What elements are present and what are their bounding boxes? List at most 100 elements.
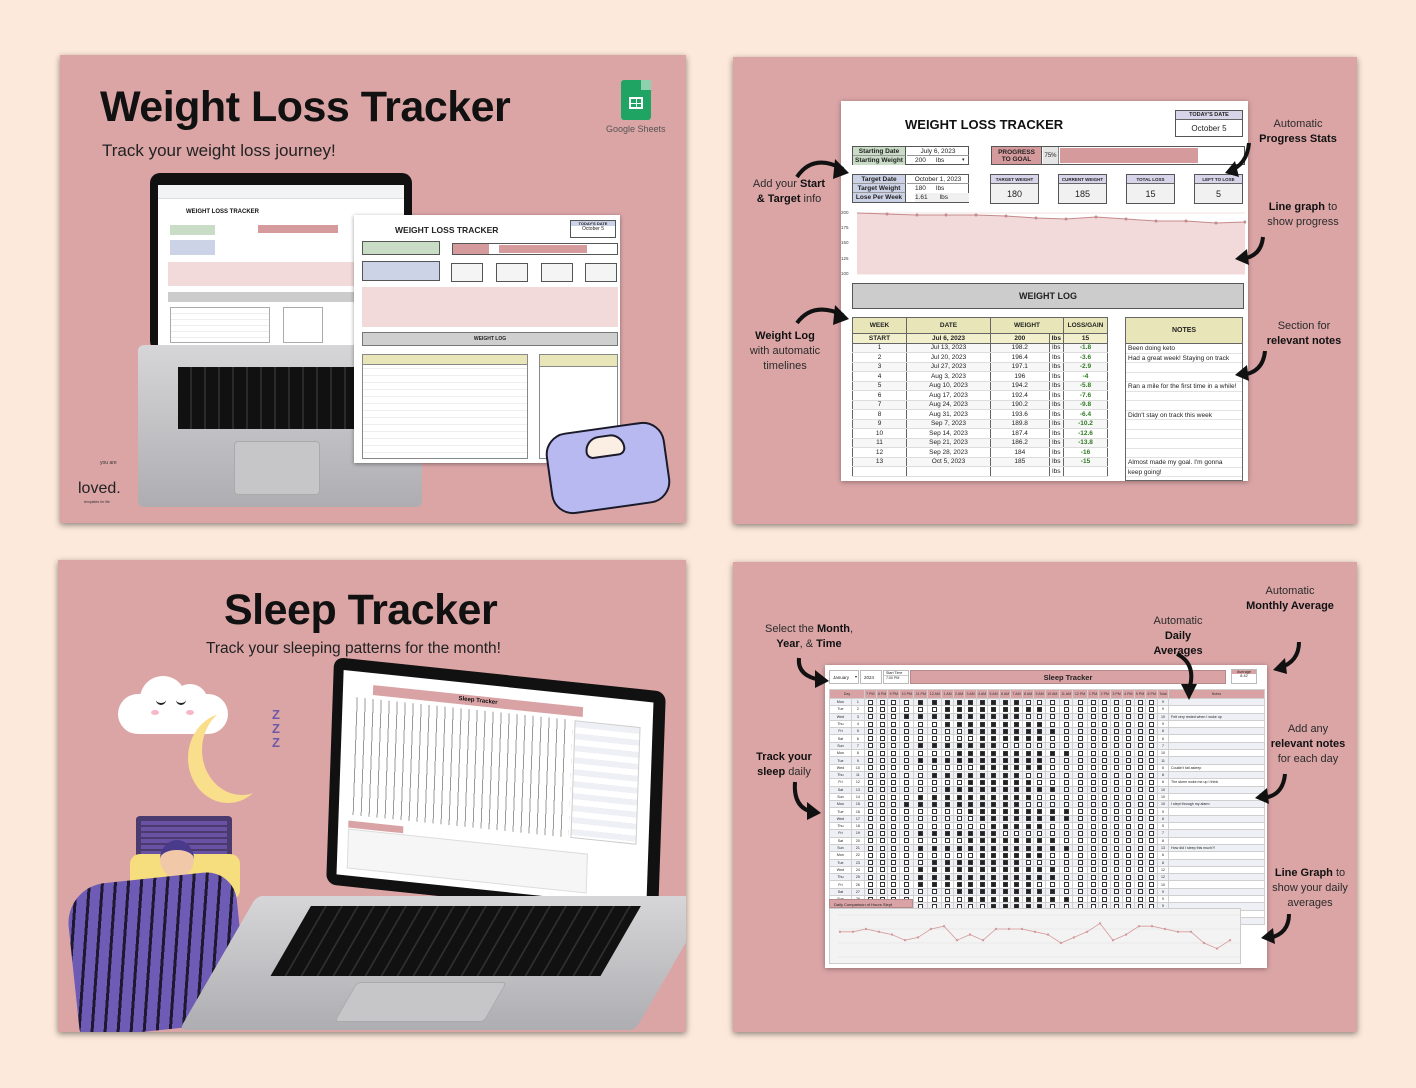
sleep-hour-checkbox[interactable] bbox=[904, 706, 910, 712]
sleep-hour-checkbox[interactable] bbox=[1049, 721, 1055, 727]
sleep-hour-checkbox[interactable] bbox=[1014, 838, 1020, 844]
sleep-hour-checkbox[interactable] bbox=[1090, 706, 1096, 712]
sleep-hour-checkbox[interactable] bbox=[1037, 801, 1043, 807]
sleep-hour-checkbox[interactable] bbox=[918, 743, 924, 749]
sleep-hour-checkbox[interactable] bbox=[1090, 838, 1096, 844]
sleep-hour-checkbox[interactable] bbox=[956, 896, 962, 902]
sleep-hour-checkbox[interactable] bbox=[932, 706, 938, 712]
sleep-hour-checkbox[interactable] bbox=[979, 714, 985, 720]
sleep-hour-checkbox[interactable] bbox=[1114, 845, 1120, 851]
sleep-hour-checkbox[interactable] bbox=[1063, 787, 1069, 793]
sleep-hour-checkbox[interactable] bbox=[1114, 743, 1120, 749]
daily-note[interactable] bbox=[1168, 814, 1265, 824]
sleep-hour-checkbox[interactable] bbox=[932, 779, 938, 785]
year-select[interactable]: 2024 bbox=[860, 670, 882, 684]
sleep-hour-checkbox[interactable] bbox=[1037, 772, 1043, 778]
sleep-hour-checkbox[interactable] bbox=[1102, 743, 1108, 749]
sleep-hour-checkbox[interactable] bbox=[904, 736, 910, 742]
sleep-hour-checkbox[interactable] bbox=[1114, 787, 1120, 793]
sleep-hour-checkbox[interactable] bbox=[1002, 728, 1008, 734]
sleep-hour-checkbox[interactable] bbox=[918, 882, 924, 888]
sleep-hour-checkbox[interactable] bbox=[1014, 801, 1020, 807]
sleep-hour-checkbox[interactable] bbox=[991, 750, 997, 756]
sleep-hour-checkbox[interactable] bbox=[968, 736, 974, 742]
sleep-hour-checkbox[interactable] bbox=[1125, 736, 1131, 742]
sleep-hour-checkbox[interactable] bbox=[1125, 706, 1131, 712]
sleep-hour-checkbox[interactable] bbox=[979, 845, 985, 851]
sleep-hour-checkbox[interactable] bbox=[1077, 750, 1083, 756]
sleep-hour-checkbox[interactable] bbox=[1002, 838, 1008, 844]
sleep-hour-checkbox[interactable] bbox=[1077, 882, 1083, 888]
sleep-hour-checkbox[interactable] bbox=[1114, 838, 1120, 844]
sleep-hour-checkbox[interactable] bbox=[956, 714, 962, 720]
sleep-hour-checkbox[interactable] bbox=[904, 874, 910, 880]
sleep-hour-checkbox[interactable] bbox=[979, 772, 985, 778]
sleep-hour-checkbox[interactable] bbox=[1049, 801, 1055, 807]
sleep-hour-checkbox[interactable] bbox=[1102, 728, 1108, 734]
sleep-hour-checkbox[interactable] bbox=[1149, 728, 1155, 734]
sleep-hour-checkbox[interactable] bbox=[1002, 889, 1008, 895]
sleep-hour-checkbox[interactable] bbox=[1090, 772, 1096, 778]
sleep-hour-checkbox[interactable] bbox=[1102, 772, 1108, 778]
sleep-hour-checkbox[interactable] bbox=[979, 758, 985, 764]
sleep-hour-checkbox[interactable] bbox=[1049, 765, 1055, 771]
note-row[interactable]: Had a great week! Staying on track bbox=[1126, 354, 1242, 363]
sleep-hour-checkbox[interactable] bbox=[904, 889, 910, 895]
sleep-hour-checkbox[interactable] bbox=[979, 779, 985, 785]
sleep-hour-checkbox[interactable] bbox=[879, 706, 885, 712]
sleep-hour-checkbox[interactable] bbox=[1014, 823, 1020, 829]
sleep-hour-checkbox[interactable] bbox=[1125, 860, 1131, 866]
sleep-hour-checkbox[interactable] bbox=[1049, 889, 1055, 895]
daily-note[interactable] bbox=[1168, 807, 1265, 816]
sleep-hour-checkbox[interactable] bbox=[1102, 809, 1108, 815]
sleep-hour-checkbox[interactable] bbox=[879, 874, 885, 880]
sleep-hour-checkbox[interactable] bbox=[1149, 699, 1155, 705]
sleep-hour-checkbox[interactable] bbox=[945, 772, 951, 778]
sleep-hour-checkbox[interactable] bbox=[979, 787, 985, 793]
sleep-hour-checkbox[interactable] bbox=[879, 736, 885, 742]
sleep-hour-checkbox[interactable] bbox=[991, 758, 997, 764]
sleep-hour-checkbox[interactable] bbox=[1037, 765, 1043, 771]
sleep-hour-checkbox[interactable] bbox=[879, 823, 885, 829]
sleep-hour-checkbox[interactable] bbox=[1137, 823, 1143, 829]
daily-note[interactable] bbox=[1168, 836, 1265, 845]
sleep-hour-checkbox[interactable] bbox=[956, 845, 962, 851]
sleep-hour-checkbox[interactable] bbox=[879, 743, 885, 749]
target-weight-input[interactable]: 180 bbox=[915, 185, 926, 192]
sleep-hour-checkbox[interactable] bbox=[1077, 889, 1083, 895]
month-select[interactable]: January▾ bbox=[829, 670, 859, 684]
sleep-hour-checkbox[interactable] bbox=[1063, 699, 1069, 705]
sleep-hour-checkbox[interactable] bbox=[956, 874, 962, 880]
sleep-hour-checkbox[interactable] bbox=[991, 852, 997, 858]
sleep-hour-checkbox[interactable] bbox=[1102, 758, 1108, 764]
sleep-hour-checkbox[interactable] bbox=[1125, 714, 1131, 720]
sleep-hour-checkbox[interactable] bbox=[1014, 728, 1020, 734]
sleep-hour-checkbox[interactable] bbox=[1025, 728, 1031, 734]
sleep-hour-checkbox[interactable] bbox=[968, 830, 974, 836]
sleep-hour-checkbox[interactable] bbox=[1125, 765, 1131, 771]
sleep-hour-checkbox[interactable] bbox=[1025, 801, 1031, 807]
sleep-hour-checkbox[interactable] bbox=[1149, 787, 1155, 793]
sleep-hour-checkbox[interactable] bbox=[1125, 874, 1131, 880]
sleep-hour-checkbox[interactable] bbox=[904, 801, 910, 807]
sleep-hour-checkbox[interactable] bbox=[1002, 852, 1008, 858]
sleep-hour-checkbox[interactable] bbox=[1090, 765, 1096, 771]
sleep-hour-checkbox[interactable] bbox=[1049, 830, 1055, 836]
sleep-hour-checkbox[interactable] bbox=[1037, 743, 1043, 749]
sleep-hour-checkbox[interactable] bbox=[879, 794, 885, 800]
sleep-hour-checkbox[interactable] bbox=[1037, 830, 1043, 836]
sleep-hour-checkbox[interactable] bbox=[1102, 714, 1108, 720]
sleep-hour-checkbox[interactable] bbox=[1037, 896, 1043, 902]
sleep-hour-checkbox[interactable] bbox=[918, 721, 924, 727]
sleep-hour-checkbox[interactable] bbox=[879, 758, 885, 764]
sleep-hour-checkbox[interactable] bbox=[979, 889, 985, 895]
sleep-hour-checkbox[interactable] bbox=[979, 750, 985, 756]
sleep-hour-checkbox[interactable] bbox=[867, 743, 873, 749]
sleep-hour-checkbox[interactable] bbox=[891, 809, 897, 815]
sleep-hour-checkbox[interactable] bbox=[1077, 794, 1083, 800]
sleep-hour-checkbox[interactable] bbox=[867, 794, 873, 800]
sleep-hour-checkbox[interactable] bbox=[891, 721, 897, 727]
sleep-hour-checkbox[interactable] bbox=[932, 852, 938, 858]
sleep-hour-checkbox[interactable] bbox=[991, 896, 997, 902]
sleep-hour-checkbox[interactable] bbox=[1149, 772, 1155, 778]
